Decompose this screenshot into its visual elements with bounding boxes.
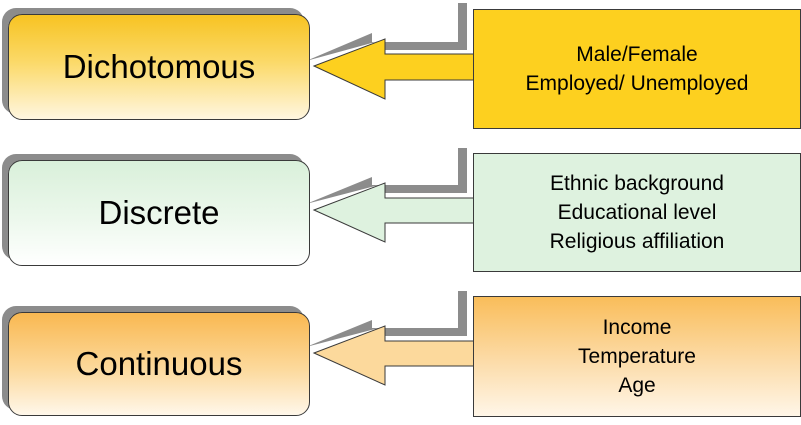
- category-label: Dichotomous: [62, 48, 256, 85]
- category-label-box: Continuous: [8, 312, 310, 416]
- row-dichotomous: Dichotomous Male/Female Employed/ Unempl…: [0, 0, 801, 135]
- category-label-box: Dichotomous: [8, 14, 310, 120]
- example-item: Age: [618, 374, 656, 397]
- category-label: Continuous: [75, 345, 243, 382]
- examples-box: Income Temperature Age: [473, 296, 801, 417]
- arrow-left-continuous: [306, 291, 476, 386]
- example-item: Temperature: [578, 345, 696, 368]
- example-item: Educational level: [557, 201, 717, 224]
- row-discrete: Discrete Ethnic background Educational l…: [0, 146, 801, 281]
- example-item: Ethnic background: [550, 172, 724, 195]
- arrow-left-discrete: [306, 148, 476, 243]
- example-item: Religious affiliation: [549, 230, 725, 253]
- category-label-box: Discrete: [8, 160, 310, 266]
- examples-box: Ethnic background Educational level Reli…: [473, 153, 801, 272]
- arrow-left-dichotomous: [306, 3, 476, 100]
- examples-box: Male/Female Employed/ Unemployed: [473, 9, 801, 129]
- example-item: Income: [602, 316, 672, 339]
- row-continuous: Continuous Income Temperature Age: [0, 290, 801, 425]
- example-item: Employed/ Unemployed: [525, 72, 749, 95]
- example-item: Male/Female: [576, 43, 698, 66]
- category-label: Discrete: [98, 194, 220, 231]
